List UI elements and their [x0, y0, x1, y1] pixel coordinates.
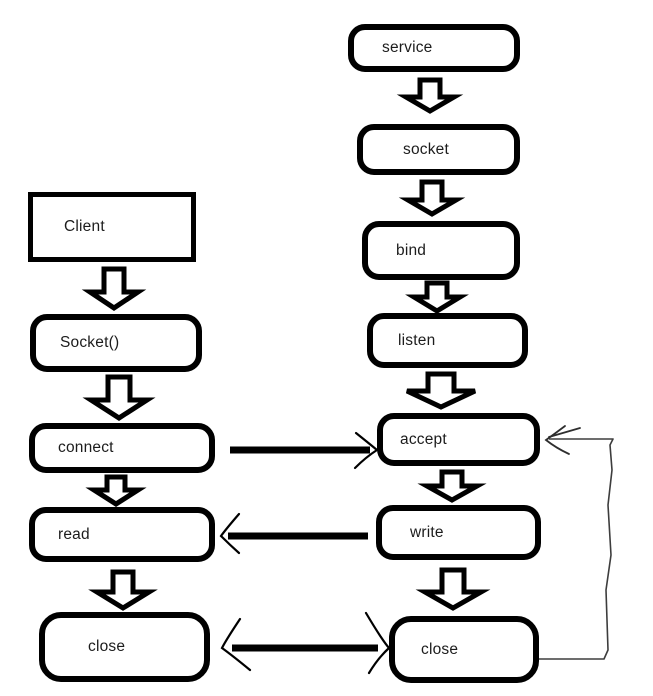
node-read-label: read — [58, 525, 90, 543]
node-bind: bind — [362, 221, 520, 280]
loopback-arrowhead-tail-icon — [548, 427, 581, 438]
node-write: write — [376, 505, 541, 560]
down-arrow-icon-bind-listen — [405, 280, 469, 314]
node-close-client: close — [39, 612, 210, 682]
node-connect: connect — [29, 423, 215, 473]
node-service: service — [348, 24, 520, 72]
node-listen-label: listen — [398, 331, 436, 349]
down-arrow-icon-listen-accept — [405, 371, 477, 410]
loopback-arrowhead-icon — [544, 425, 570, 455]
node-client: Client — [28, 192, 196, 262]
down-arrow-icon-read-close — [88, 569, 158, 611]
write-to-read-arrowhead-icon — [219, 512, 241, 555]
down-arrow-icon-socket-bind — [398, 179, 466, 217]
node-close-server: close — [389, 616, 539, 683]
down-arrow-icon-connect-read — [85, 474, 147, 507]
node-write-label: write — [410, 523, 444, 541]
node-service-label: service — [382, 39, 433, 56]
node-bind-label: bind — [396, 241, 427, 259]
loopback-line — [538, 438, 614, 660]
node-close-client-label: close — [88, 638, 126, 655]
node-connect-label: connect — [58, 439, 114, 456]
node-socket-call: Socket() — [30, 314, 202, 372]
node-accept-label: accept — [400, 430, 447, 448]
node-accept: accept — [377, 413, 540, 466]
down-arrow-icon-client-socketcall — [81, 266, 147, 312]
node-close-server-label: close — [421, 640, 459, 658]
node-socket: socket — [357, 124, 520, 175]
down-arrow-icon-service-socket — [396, 77, 464, 114]
close-right-arrowhead-icon — [364, 611, 391, 675]
down-arrow-icon-socketcall-connect — [82, 374, 156, 421]
node-listen: listen — [367, 313, 528, 368]
node-socket-label: socket — [403, 140, 449, 158]
close-left-arrowhead-icon — [220, 617, 252, 672]
node-client-label: Client — [64, 218, 105, 235]
down-arrow-icon-accept-write — [417, 469, 487, 503]
down-arrow-icon-write-close — [415, 567, 491, 611]
node-socket-call-label: Socket() — [60, 334, 120, 351]
node-read: read — [29, 507, 215, 562]
